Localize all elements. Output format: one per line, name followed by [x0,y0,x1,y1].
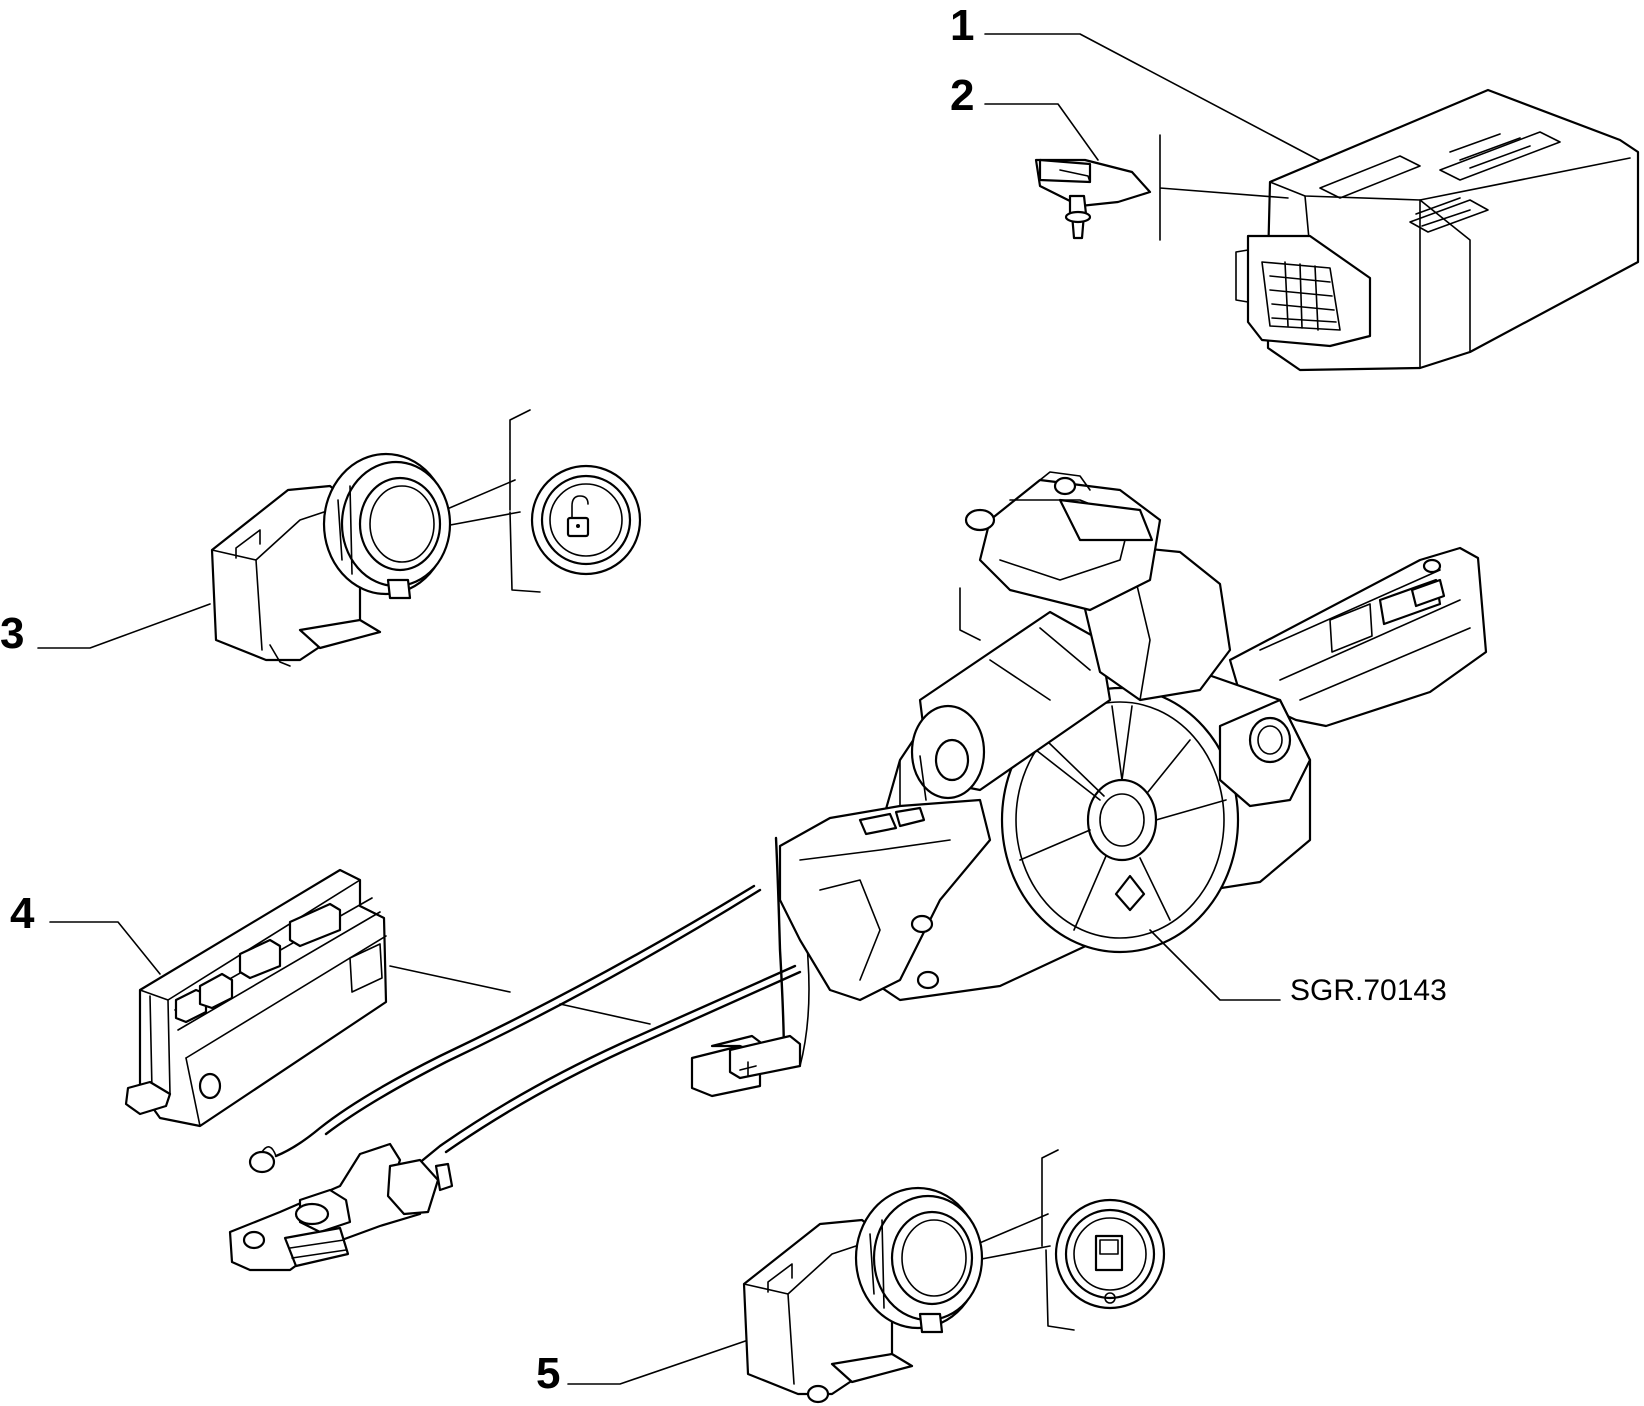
control-module-part-1 [124,868,388,1128]
callout-5-number: 2 [950,71,974,120]
actuator-cable-assembly [228,836,810,1272]
callout-1-number: 4 [10,889,35,938]
lock-switch-part-3 [210,452,452,667]
unlock-button-icon [530,464,642,576]
window-switch-part-2 [742,1186,984,1404]
reference-code-label: SGR.70143 [1149,929,1447,1007]
callout-4: 1 [950,1,1331,167]
motor-gearbox-assembly [778,471,1488,1002]
callout-1: 4 [10,889,651,1025]
control-unit-part-4 [1235,88,1640,372]
bracket-screw-part-5 [1034,158,1152,240]
callout-2-number: 5 [536,1349,560,1398]
window-button-icon [1054,1198,1166,1310]
callout-3-number: 3 [0,609,24,658]
reference-code: SGR.70143 [1290,974,1447,1007]
callout-5: 2 [950,71,1289,241]
callout-4-number: 1 [950,1,974,50]
